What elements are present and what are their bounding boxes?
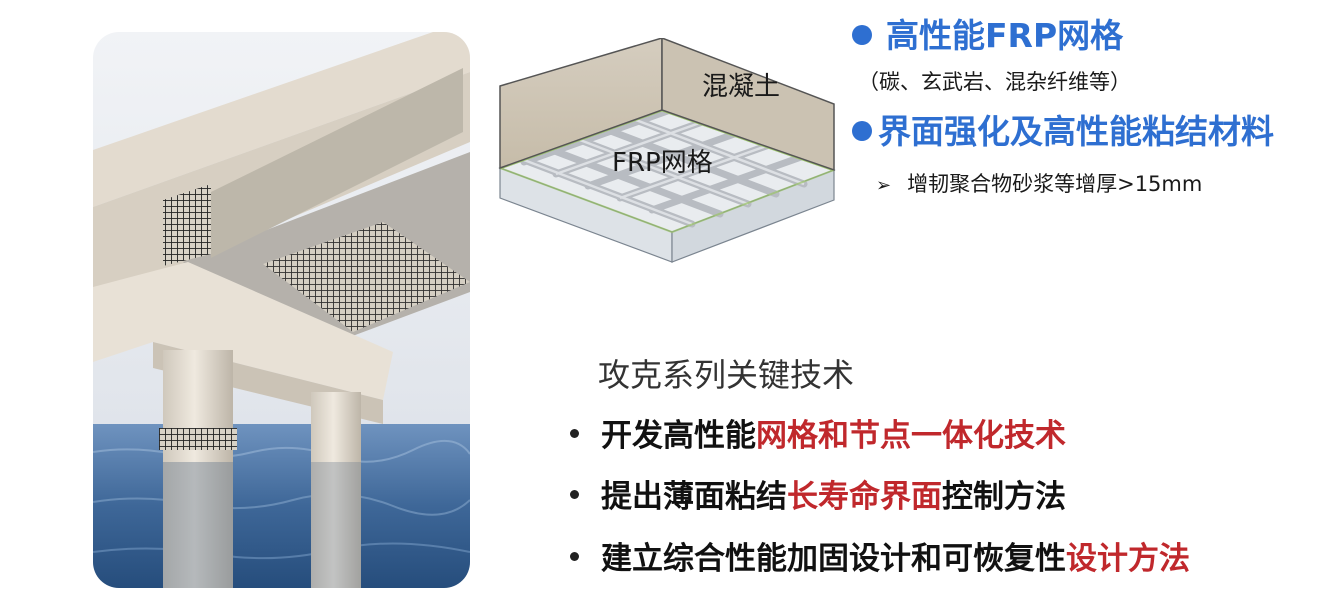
key-tech-item-highlight: 网格和节点一体化技术 <box>756 418 1066 454</box>
blue-bullet-icon <box>852 121 872 141</box>
key-tech-item-highlight: 设计方法 <box>1066 541 1190 577</box>
feature-bonding-material-title: 界面强化及高性能粘结材料 <box>878 112 1274 151</box>
feature-bonding-material: 界面强化及高性能粘结材料 <box>852 112 1274 152</box>
feature-frp-grid: 高性能FRP网格 <box>852 16 1123 56</box>
bridge-reinforcement-illustration <box>93 32 470 588</box>
key-tech-item-suffix: 控制方法 <box>942 479 1066 515</box>
key-tech-item: 建立综合性能加固设计和可恢复性设计方法 <box>570 539 1190 579</box>
feature-frp-grid-note: （碳、玄武岩、混杂纤维等） <box>858 70 1131 94</box>
frp-grid-drawing <box>498 36 836 263</box>
concrete-label: 混凝土 <box>702 72 781 102</box>
bullet-icon <box>570 552 579 561</box>
key-tech-item-prefix: 开发高性能 <box>601 418 756 454</box>
frp-grid-label: FRP网格 <box>612 148 713 178</box>
feature-bonding-material-note: 增韧聚合物砂浆等增厚>15mm <box>907 172 1203 196</box>
feature-frp-grid-title: 高性能FRP网格 <box>886 16 1124 55</box>
key-tech-heading: 攻克系列关键技术 <box>598 356 855 394</box>
key-tech-item: 开发高性能网格和节点一体化技术 <box>570 416 1066 456</box>
blue-bullet-icon <box>852 25 872 45</box>
bridge-scene <box>93 32 470 588</box>
bullet-icon <box>570 429 579 438</box>
key-tech-item: 提出薄面粘结长寿命界面控制方法 <box>570 477 1066 517</box>
key-tech-item-prefix: 建立综合性能加固设计和可恢复性 <box>601 541 1066 577</box>
arrow-right-icon: ➢ <box>876 175 892 196</box>
bullet-icon <box>570 490 579 499</box>
feature-bonding-material-note-row: ➢ 增韧聚合物砂浆等增厚>15mm <box>876 168 1202 198</box>
key-tech-item-highlight: 长寿命界面 <box>787 479 942 515</box>
key-tech-item-prefix: 提出薄面粘结 <box>601 479 787 515</box>
frp-grid-diagram: 混凝土 FRP网格 <box>494 36 840 264</box>
